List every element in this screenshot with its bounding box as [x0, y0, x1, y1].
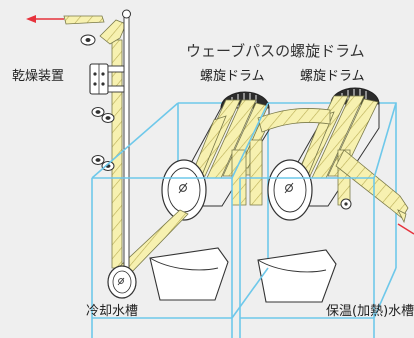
warm-trough — [257, 249, 337, 303]
label-drum-left: 螺旋ドラム — [200, 69, 265, 84]
roller-icon — [91, 107, 105, 117]
tank-front-edges — [91, 102, 397, 338]
label-warm-tank: 保温(加熱)水槽 — [326, 304, 414, 319]
roller-icon — [117, 277, 125, 286]
guide-rollers — [80, 34, 115, 171]
roller-icon — [101, 161, 115, 171]
roller-icon — [101, 113, 115, 123]
diagram-title: ウェーブパスの螺旋ドラム — [186, 42, 365, 60]
drum-end-icon — [284, 182, 294, 194]
label-drum-right: 螺旋ドラム — [300, 69, 365, 84]
arrow-right-icon — [397, 223, 414, 235]
drum-left — [161, 91, 271, 221]
cooling-trough — [149, 247, 229, 301]
label-cooling-tank: 冷却水槽 — [86, 304, 139, 319]
label-dryer: 乾燥装置 — [12, 69, 65, 84]
cooling-roller — [107, 265, 137, 299]
drum-right — [267, 87, 380, 221]
drum-end-icon — [178, 182, 188, 194]
tape-vertical — [63, 15, 189, 277]
dryer-unit — [89, 63, 125, 95]
arrow-left-icon — [26, 15, 64, 23]
roller-icon — [80, 34, 96, 46]
roller-icon — [91, 155, 105, 165]
tape-entry-right — [335, 149, 409, 224]
